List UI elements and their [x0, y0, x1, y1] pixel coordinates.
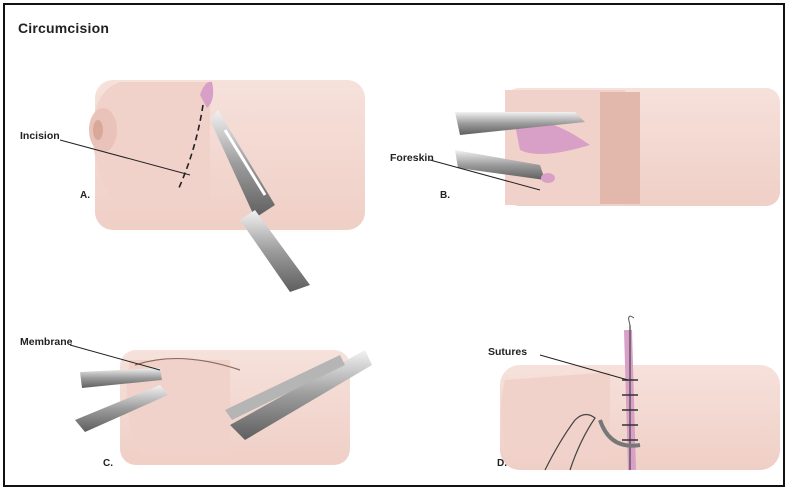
panel-label-c: C. — [103, 458, 113, 469]
panel-label-a: A. — [80, 190, 90, 201]
panel-label-d: D. — [497, 458, 507, 469]
panel-label-b: B. — [440, 190, 450, 201]
callout-foreskin: Foreskin — [390, 152, 434, 164]
callout-membrane: Membrane — [20, 336, 73, 348]
panel-a-drawing — [60, 80, 365, 292]
panel-d-drawing — [500, 316, 780, 470]
panel-c-drawing — [70, 345, 372, 465]
figure-title: Circumcision — [18, 20, 109, 36]
panel-b-drawing — [430, 88, 780, 206]
callout-sutures: Sutures — [488, 346, 527, 358]
callout-incision: Incision — [20, 130, 60, 142]
